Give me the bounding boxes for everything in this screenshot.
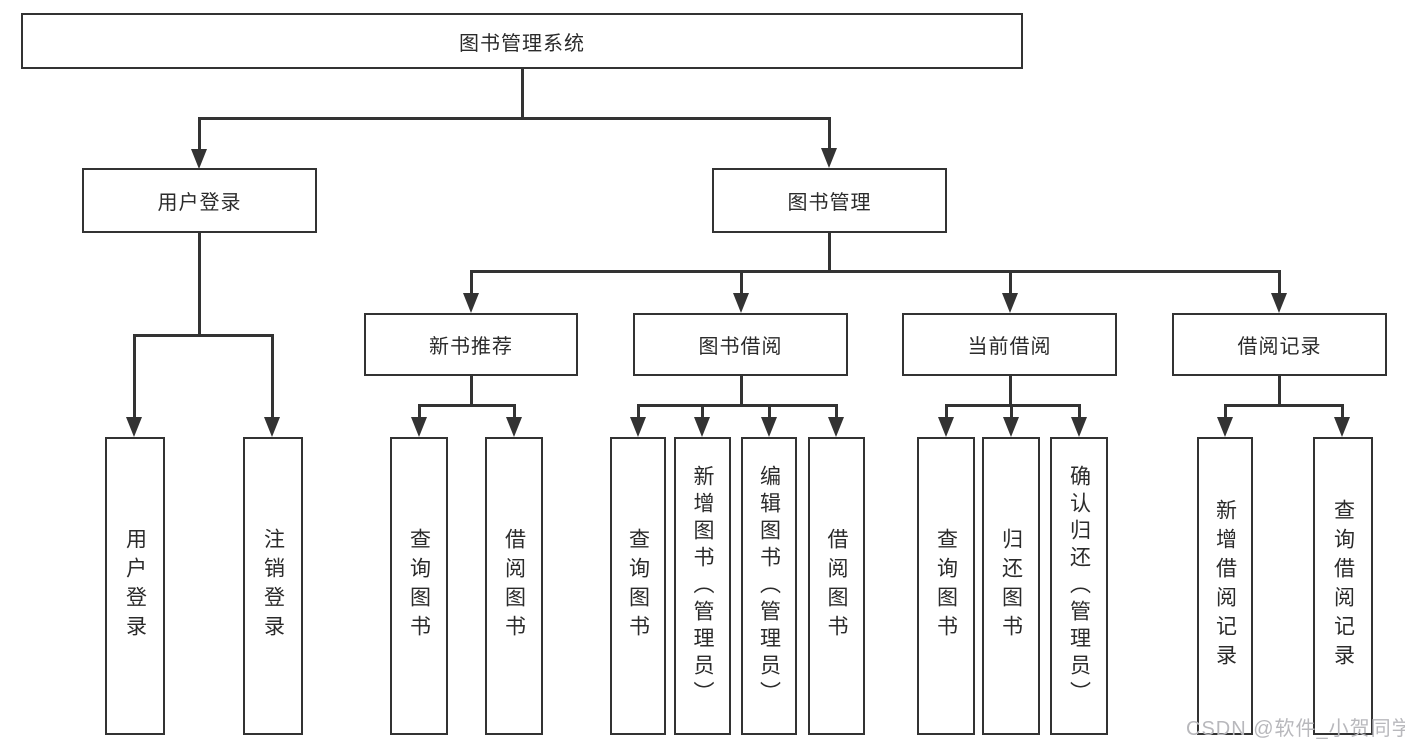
arrow-down-icon [1217, 417, 1233, 437]
arrow-down-icon [463, 293, 479, 313]
arrow-down-icon [821, 148, 837, 168]
connector-line [739, 376, 743, 406]
arrow-down-icon [630, 417, 646, 437]
arrow-down-icon [761, 417, 777, 437]
node-new-book-recommend: 新书推荐 [364, 313, 578, 376]
arrow-down-icon [264, 417, 280, 437]
connector-line [1009, 406, 1013, 419]
arrow-down-icon [506, 417, 522, 437]
connector-line [132, 334, 274, 337]
connector-line [944, 406, 948, 419]
leaf-label: 新增图书（管理员） [691, 464, 714, 708]
node-user-login: 用户登录 [82, 168, 317, 233]
leaf-edit-book-admin: 编辑图书（管理员） [741, 437, 797, 735]
connector-line [520, 69, 524, 119]
leaf-borrow-query-books: 查询图书 [610, 437, 666, 735]
leaf-label: 查询图书 [626, 528, 650, 644]
leaf-label: 编辑图书（管理员） [757, 464, 781, 708]
node-book-management: 图书管理 [712, 168, 947, 233]
connector-line [944, 404, 1081, 407]
leaf-user-login: 用户登录 [105, 437, 165, 735]
connector-line [1008, 376, 1012, 406]
leaf-logout: 注销登录 [243, 437, 303, 735]
leaf-current-query-books: 查询图书 [917, 437, 975, 735]
connector-line [1223, 404, 1344, 407]
connector-line [1223, 406, 1227, 419]
leaf-add-book-admin: 新增图书（管理员） [674, 437, 731, 735]
connector-line [469, 272, 473, 294]
connector-line [270, 336, 274, 419]
csdn-watermark: CSDN @软件_小贺同学 [1186, 718, 1405, 740]
arrow-down-icon [1071, 417, 1087, 437]
connector-line [469, 270, 1281, 273]
connector-line [1077, 406, 1081, 419]
leaf-query-borrow-record: 查询借阅记录 [1313, 437, 1373, 735]
connector-line [700, 406, 704, 419]
connector-line [1277, 376, 1281, 406]
connector-line [834, 406, 838, 419]
leaf-recommend-query-books: 查询图书 [390, 437, 448, 735]
leaf-label: 借阅图书 [502, 528, 526, 644]
leaf-recommend-borrow-books: 借阅图书 [485, 437, 543, 735]
leaf-add-borrow-record: 新增借阅记录 [1197, 437, 1253, 735]
connector-line [197, 117, 831, 120]
arrow-down-icon [828, 417, 844, 437]
connector-line [417, 406, 421, 419]
leaf-label: 查询借阅记录 [1331, 499, 1355, 673]
connector-line [417, 404, 516, 407]
node-current-borrow: 当前借阅 [902, 313, 1117, 376]
node-borrow-records: 借阅记录 [1172, 313, 1387, 376]
connector-line [512, 406, 516, 419]
leaf-label: 用户登录 [123, 528, 147, 644]
connector-line [1340, 406, 1344, 419]
arrow-down-icon [694, 417, 710, 437]
arrow-down-icon [938, 417, 954, 437]
leaf-borrow-borrow-books: 借阅图书 [808, 437, 865, 735]
connector-line [767, 406, 771, 419]
connector-line [1277, 272, 1281, 294]
node-library-management-system: 图书管理系统 [21, 13, 1023, 69]
arrow-down-icon [733, 293, 749, 313]
leaf-return-books: 归还图书 [982, 437, 1040, 735]
arrow-down-icon [1002, 293, 1018, 313]
node-book-borrow: 图书借阅 [633, 313, 848, 376]
connector-line [636, 406, 640, 419]
arrow-down-icon [126, 417, 142, 437]
connector-line [827, 119, 831, 149]
connector-line [197, 119, 201, 150]
connector-line [1008, 272, 1012, 294]
leaf-label: 注销登录 [261, 528, 285, 644]
connector-line [198, 233, 201, 336]
arrow-down-icon [411, 417, 427, 437]
leaf-label: 查询图书 [934, 528, 958, 644]
arrow-down-icon [1271, 293, 1287, 313]
arrow-down-icon [1334, 417, 1350, 437]
connector-line [469, 376, 473, 406]
arrow-down-icon [1003, 417, 1019, 437]
connector-line [636, 404, 838, 407]
leaf-label: 归还图书 [999, 528, 1023, 644]
connector-line [132, 336, 136, 419]
leaf-label: 借阅图书 [825, 528, 848, 644]
leaf-label: 新增借阅记录 [1213, 499, 1237, 673]
connector-line [739, 272, 743, 294]
leaf-label: 确认归还（管理员） [1067, 464, 1091, 708]
connector-line [827, 233, 831, 273]
leaf-label: 查询图书 [407, 528, 431, 644]
arrow-down-icon [191, 149, 207, 169]
leaf-confirm-return-admin: 确认归还（管理员） [1050, 437, 1108, 735]
